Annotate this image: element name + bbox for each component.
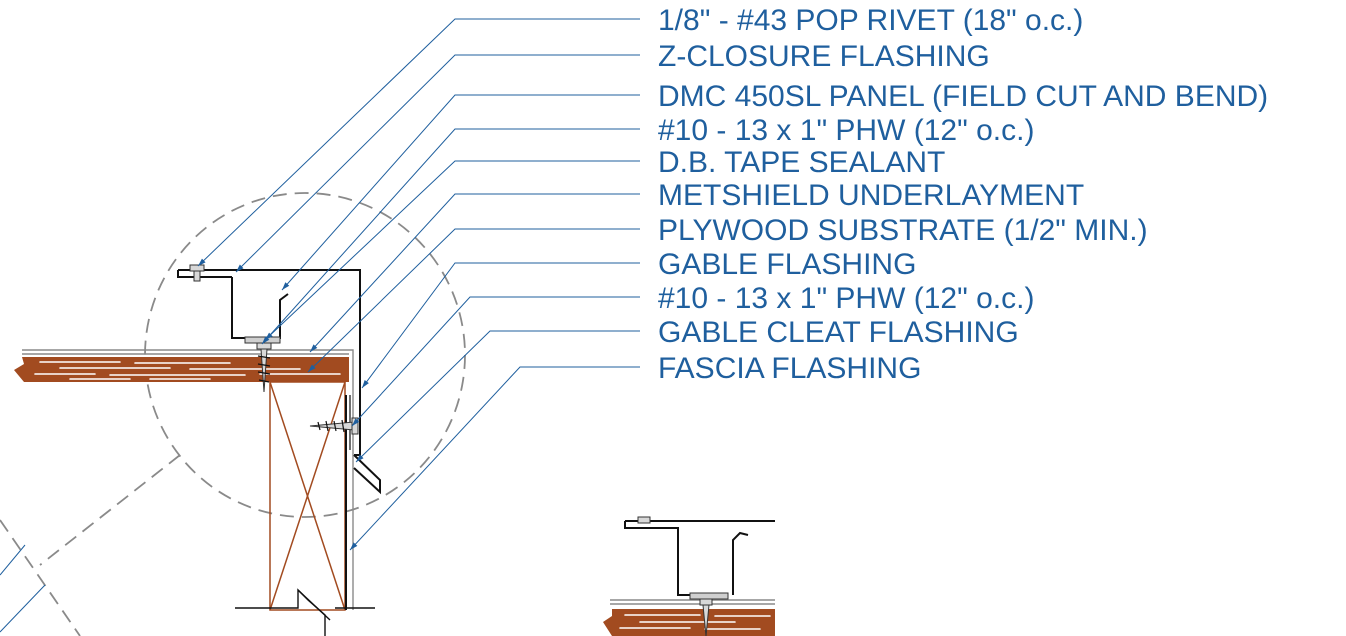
leader-panel — [281, 94, 640, 291]
arrowhead-underlayment — [310, 344, 318, 352]
leader-underlayment — [309, 193, 640, 353]
db-tape-sealant — [244, 336, 281, 344]
callout-group: 1/8" - #43 POP RIVET (18" o.c.)Z-CLOSURE… — [197, 4, 1268, 551]
rafter-framing — [269, 381, 346, 611]
leader-cleat — [355, 330, 640, 463]
arrowhead-gable — [362, 380, 369, 388]
leader-gable — [361, 262, 640, 389]
arrowhead-phw-side — [352, 418, 360, 426]
partial-blue-leader-b — [0, 584, 46, 633]
arrowhead-tape — [265, 332, 273, 340]
arrowhead-plywood — [308, 364, 316, 372]
detail-leader-dashed-lower — [0, 519, 81, 636]
callout-label-underlayment: METSHIELD UNDERLAYMENT — [658, 179, 1084, 212]
phw-screw-top — [256, 342, 272, 393]
callout-label-phw-top: #10 - 13 x 1" PHW (12" o.c.) — [658, 114, 1034, 147]
break-line-left — [235, 588, 326, 636]
callout-label-z-closure: Z-CLOSURE FLASHING — [658, 40, 990, 73]
pop-rivet — [189, 264, 205, 282]
arrowhead-panel — [282, 282, 290, 290]
arrowhead-cleat — [356, 454, 364, 462]
leader-z-closure — [235, 54, 640, 273]
leader-plywood — [307, 228, 640, 373]
break-line-diagonal — [297, 589, 331, 621]
arrowhead-fascia — [350, 542, 358, 550]
callout-label-gable: GABLE FLASHING — [658, 248, 916, 281]
arrowhead-rivet — [198, 258, 206, 266]
arrowhead-z-closure — [236, 264, 244, 272]
detail-leader-dashed-upper — [39, 454, 181, 566]
callout-label-rivet: 1/8" - #43 POP RIVET (18" o.c.) — [658, 4, 1083, 37]
callout-label-phw-side: #10 - 13 x 1" PHW (12" o.c.) — [658, 282, 1034, 315]
secondary-detail — [603, 516, 775, 636]
leader-phw-side — [351, 296, 640, 427]
phw-screw-side — [309, 417, 359, 435]
leader-rivet — [197, 18, 640, 267]
partial-blue-leader-a — [0, 544, 26, 576]
callout-label-tape: D.B. TAPE SEALANT — [658, 146, 945, 179]
z-closure-flashing — [231, 277, 289, 339]
callout-label-cleat: GABLE CLEAT FLASHING — [658, 316, 1019, 349]
callout-label-fascia: FASCIA FLASHING — [658, 352, 921, 385]
metshield-underlayment — [22, 349, 354, 610]
leader-fascia — [349, 366, 640, 551]
leader-tape — [264, 160, 640, 341]
callout-label-panel: DMC 450SL PANEL (FIELD CUT AND BEND) — [658, 80, 1268, 113]
plywood-substrate — [14, 357, 349, 382]
leader-phw-top — [261, 128, 640, 345]
callout-label-plywood: PLYWOOD SUBSTRATE (1/2" MIN.) — [658, 214, 1148, 247]
